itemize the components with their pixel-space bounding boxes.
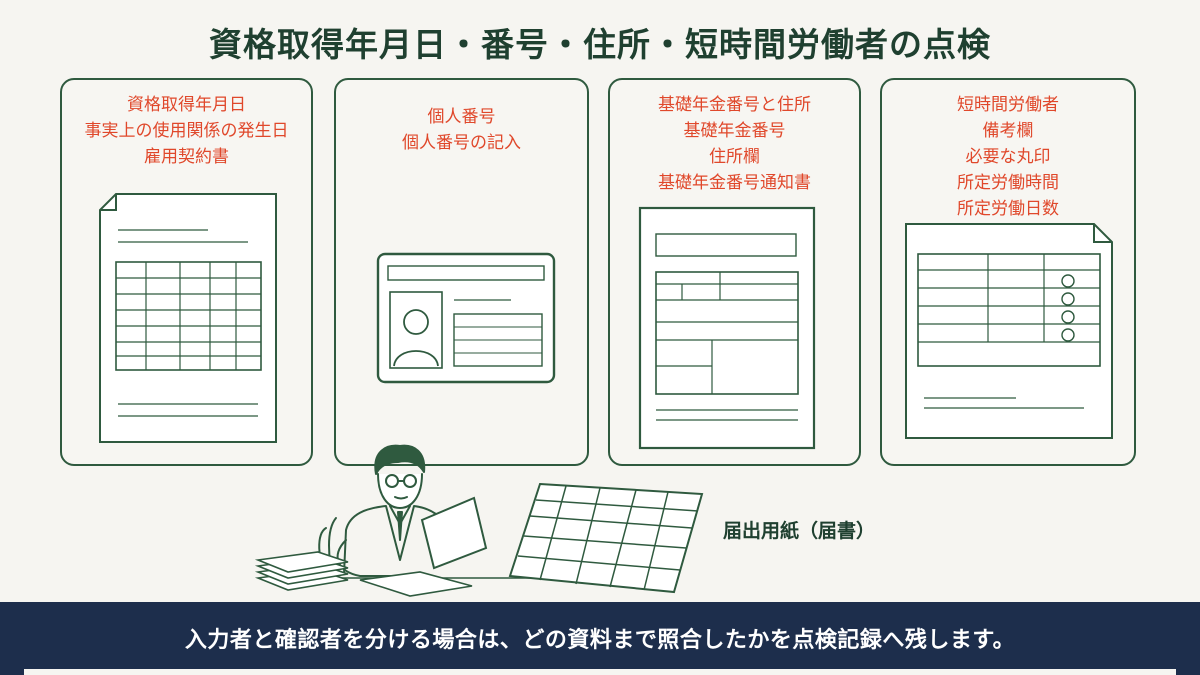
paper-stack-icon: [254, 551, 349, 591]
card-line: 基礎年金番号: [683, 121, 786, 141]
card-line: 雇用契約書: [144, 147, 229, 167]
card-basic-pension-number: 基礎年金番号と住所 基礎年金番号 住所欄 基礎年金番号通知書: [608, 78, 861, 466]
card-text: 個人番号 個人番号の記入: [336, 104, 587, 156]
card-line: 短時間労働者: [957, 95, 1059, 115]
pension-notice-document-icon: [638, 206, 816, 450]
card-line: 必要な丸印: [965, 147, 1051, 167]
card-line: 住所欄: [709, 147, 760, 167]
contract-document-icon: [99, 193, 277, 443]
card-text: 基礎年金番号と住所 基礎年金番号 住所欄 基礎年金番号通知書: [610, 92, 859, 196]
footer-text: 入力者と確認者を分ける場合は、どの資料まで照合したかを点検記録へ残します。: [184, 628, 1016, 653]
card-line: 個人番号の記入: [402, 133, 521, 153]
card-text: 短時間労働者 備考欄 必要な丸印 所定労働時間 所定労働日数: [882, 92, 1134, 222]
footer-banner: 入力者と確認者を分ける場合は、どの資料まで照合したかを点検記録へ残します。: [0, 602, 1200, 675]
card-line: 所定労働時間: [957, 173, 1059, 193]
card-line: 基礎年金番号通知書: [658, 173, 811, 193]
worker-form-document-icon: [905, 223, 1113, 439]
card-text: 資格取得年月日 事実上の使用関係の発生日 雇用契約書: [62, 92, 311, 170]
desk-paper-icon: [359, 571, 473, 597]
form-caption: 届出用紙（届書）: [723, 520, 876, 542]
card-line: 事実上の使用関係の発生日: [84, 121, 289, 141]
card-personal-number: 個人番号 個人番号の記入: [334, 78, 589, 466]
card-acquisition-date: 資格取得年月日 事実上の使用関係の発生日 雇用契約書: [60, 78, 313, 466]
card-line: 備考欄: [982, 121, 1034, 141]
footer-strip: [24, 669, 1176, 675]
notification-form-icon: [508, 482, 704, 594]
held-paper-icon: [420, 496, 488, 570]
card-line: 資格取得年月日: [127, 95, 246, 115]
card-line: 所定労働日数: [957, 199, 1059, 219]
card-short-time-worker: 短時間労働者 備考欄 必要な丸印 所定労働時間 所定労働日数: [880, 78, 1136, 466]
card-line: 基礎年金番号と住所: [658, 95, 811, 115]
id-card-icon: [376, 252, 556, 384]
page-title: 資格取得年月日・番号・住所・短時間労働者の点検: [209, 25, 991, 64]
card-line: 個人番号: [427, 107, 496, 127]
